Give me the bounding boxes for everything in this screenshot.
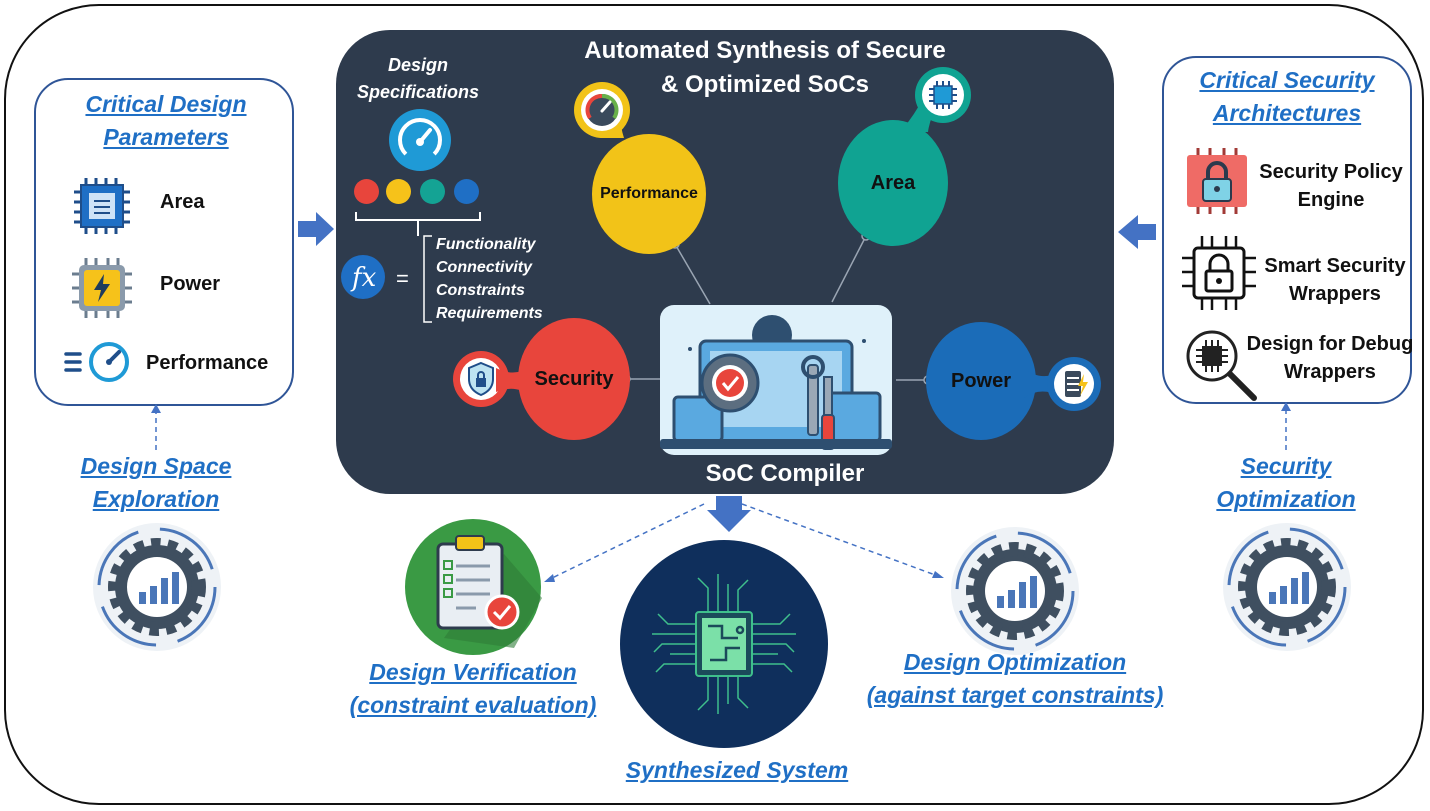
spec-dot-teal [420, 179, 445, 204]
left-arrow-icon [1118, 215, 1156, 249]
gear-chart-icon [1223, 523, 1351, 651]
outer-frame [4, 4, 1424, 805]
security-optimization-link[interactable]: Security Optimization [1216, 453, 1356, 512]
speedometer-icon [64, 342, 129, 382]
performance-meter-icon [574, 82, 630, 138]
function-icon: fx [341, 255, 385, 299]
chip-icon [74, 178, 130, 234]
spec-bracket [355, 212, 481, 236]
fx-glyph: fx [350, 263, 377, 293]
spec-item: Functionality [436, 236, 536, 253]
critical-design-parameters-panel: Critical Design Parameters Area Power [34, 78, 294, 406]
power-bubble: Power [926, 322, 1036, 440]
gauge-icon [389, 109, 451, 171]
power-chip-icon [72, 258, 132, 318]
performance-bubble: Performance [592, 134, 706, 254]
circuit-chip-icon [620, 540, 828, 748]
security-bubble: Security [518, 318, 630, 440]
security-shield-badge-icon [453, 351, 509, 407]
equals-sign: = [396, 266, 409, 291]
design-optimization-link[interactable]: Design Optimization (against target cons… [866, 649, 1164, 708]
synthesized-system-link[interactable]: Synthesized System [625, 757, 849, 783]
area-bubble: Area [838, 120, 948, 246]
area-chip-badge-icon [915, 67, 971, 123]
compiler-label: SoC Compiler [705, 460, 865, 487]
panel-title: Critical Design Parameters [85, 91, 247, 150]
left-item-label-performance: Performance [146, 352, 269, 374]
specs-title: Design Specifications [356, 55, 480, 102]
magnifier-chip-icon [1186, 330, 1257, 401]
design-verification-link[interactable]: Design Verification (constraint evaluati… [349, 659, 597, 718]
spec-brace [423, 235, 432, 323]
right-item-label-wrappers: Smart Security Wrappers [1264, 255, 1406, 305]
right-item-label-debug: Design for Debug Wrappers [1246, 333, 1414, 383]
left-item-label-power: Power [160, 273, 221, 295]
clipboard-check-icon [405, 519, 542, 655]
lock-chip-icon [1187, 148, 1247, 214]
main-title: Automated Synthesis of Secure & Optimize… [584, 37, 946, 98]
right-item-label-policy: Security Policy Engine [1259, 161, 1403, 211]
left-item-label-area: Area [160, 191, 205, 213]
panel-title: Critical Security Architectures [1199, 67, 1375, 126]
spec-item: Constraints [436, 282, 525, 299]
design-space-exploration-link[interactable]: Design Space Exploration [80, 453, 232, 512]
spec-dot-yellow [386, 179, 411, 204]
spec-dot-blue [454, 179, 479, 204]
padlock-circuit-icon [1182, 236, 1256, 310]
critical-security-architectures-panel: Critical Security Architectures Security… [1162, 56, 1414, 404]
down-arrow-icon [707, 496, 751, 532]
spec-list: Functionality Connectivity Constraints R… [436, 233, 543, 325]
compiler-tools-icon [660, 315, 892, 450]
gear-chart-icon [951, 527, 1079, 655]
gear-chart-icon [93, 523, 221, 651]
power-battery-badge-icon [1047, 357, 1101, 411]
spec-item: Requirements [436, 305, 543, 322]
spec-dot-red [354, 179, 379, 204]
right-arrow-icon [298, 212, 334, 246]
spec-item: Connectivity [436, 259, 533, 276]
